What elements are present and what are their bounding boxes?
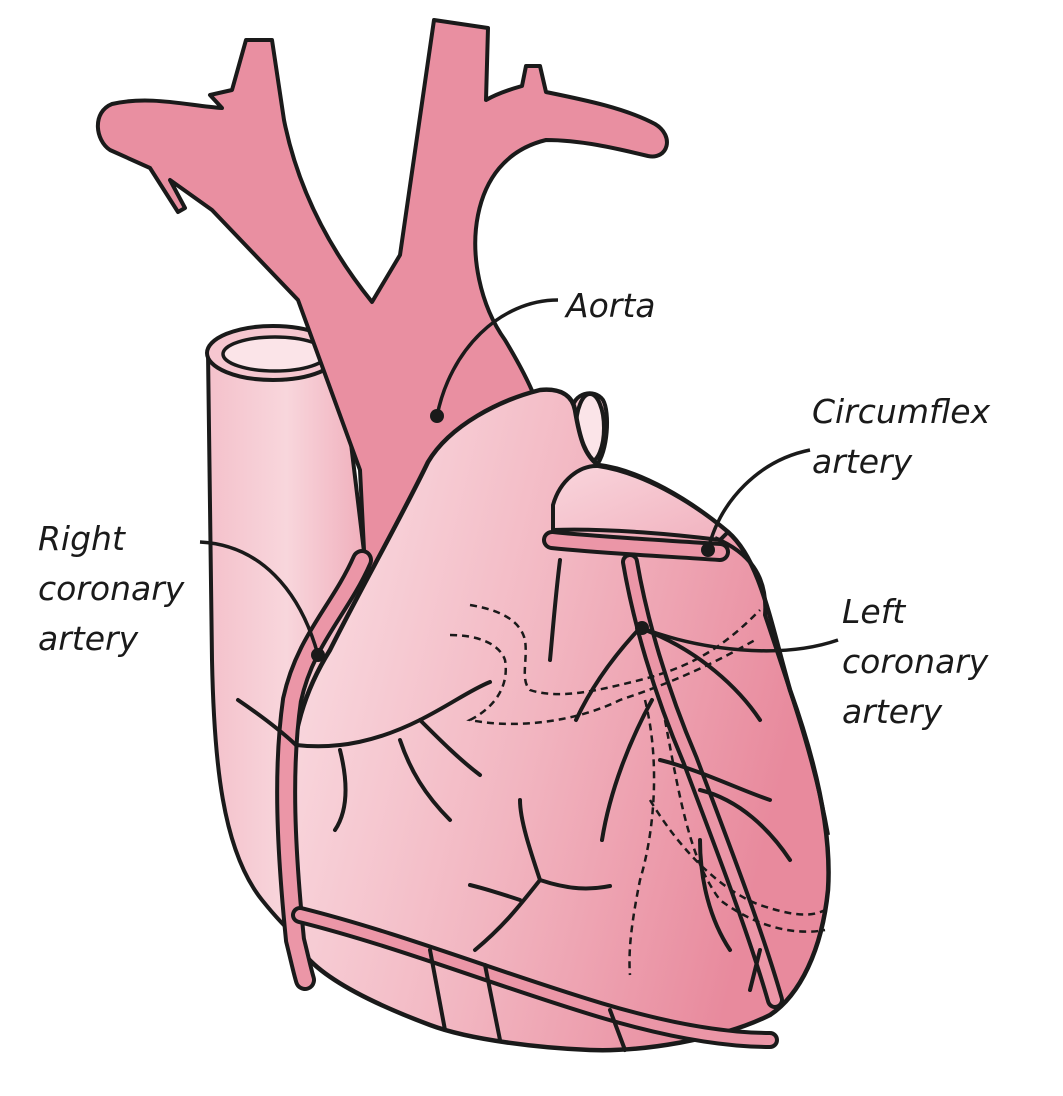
- left-coronary-artery-label: Left coronary artery: [842, 587, 988, 737]
- left-coronary-trunk-fill: [546, 534, 726, 558]
- marginal-vessel-fill: [295, 910, 775, 1045]
- aorta-label: Aorta: [566, 281, 656, 331]
- left-atrium: [551, 463, 731, 543]
- circumflex-artery-label: Circumflex artery: [812, 387, 990, 487]
- right-coronary-label-line-2: coronary: [38, 569, 185, 608]
- right-coronary-label-line-3: artery: [38, 619, 139, 658]
- aorta-marker: [430, 409, 444, 423]
- left-coronary-label-line-3: artery: [842, 692, 943, 731]
- circumflex-label-line-2: artery: [812, 442, 913, 481]
- aorta-label-line: Aorta: [566, 286, 656, 325]
- right-coronary-label-line-1: Right: [38, 519, 125, 558]
- right-coronary-artery-label: Right coronary artery: [38, 514, 184, 664]
- right-coronary-marker: [311, 648, 325, 662]
- right-coronary-vessel-fill: [279, 553, 369, 987]
- left-coronary-label-line-1: Left: [842, 592, 906, 631]
- hidden-vessels: [449, 603, 826, 976]
- aorta-vessel: [95, 18, 669, 572]
- left-coronary-label-line-2: coronary: [842, 642, 989, 681]
- left-coronary-marker: [635, 621, 649, 635]
- leader-lines: [199, 298, 839, 656]
- circumflex-label-line-1: Circumflex: [812, 392, 991, 431]
- left-ventricle-edge: [714, 536, 830, 836]
- branch-vessels: [236, 558, 792, 1052]
- circumflex-marker: [701, 543, 715, 557]
